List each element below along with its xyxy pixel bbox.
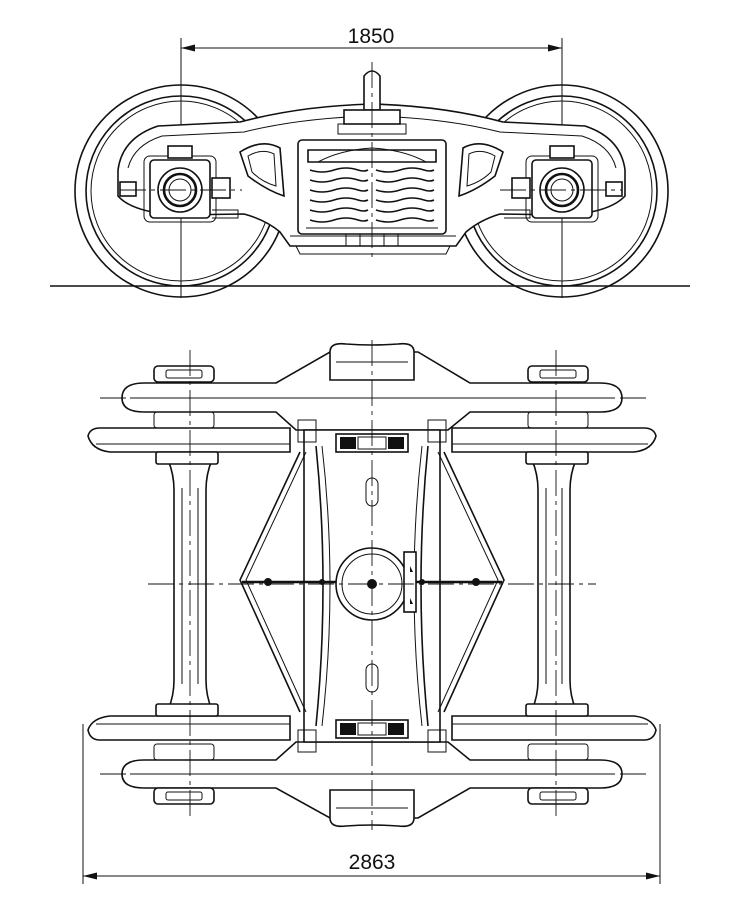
plan-wheel-front-right	[451, 427, 657, 465]
left-frame-window	[239, 143, 285, 198]
plan-wheel-rear-left	[87, 703, 291, 741]
right-axle-box	[504, 145, 623, 223]
side-view: 1850	[50, 25, 690, 298]
right-axle	[530, 459, 578, 711]
plan-wheel-rear-right	[451, 703, 657, 741]
brake-rods	[239, 451, 505, 713]
right-frame-window	[458, 143, 504, 198]
wheel-gauge-label: 2863	[349, 851, 396, 874]
plan-wheel-front-left	[87, 427, 291, 465]
plan-view: 2863	[82, 340, 661, 884]
wheel-gauge-dimension: 2863	[82, 724, 661, 884]
wheelbase-label: 1850	[348, 25, 395, 48]
